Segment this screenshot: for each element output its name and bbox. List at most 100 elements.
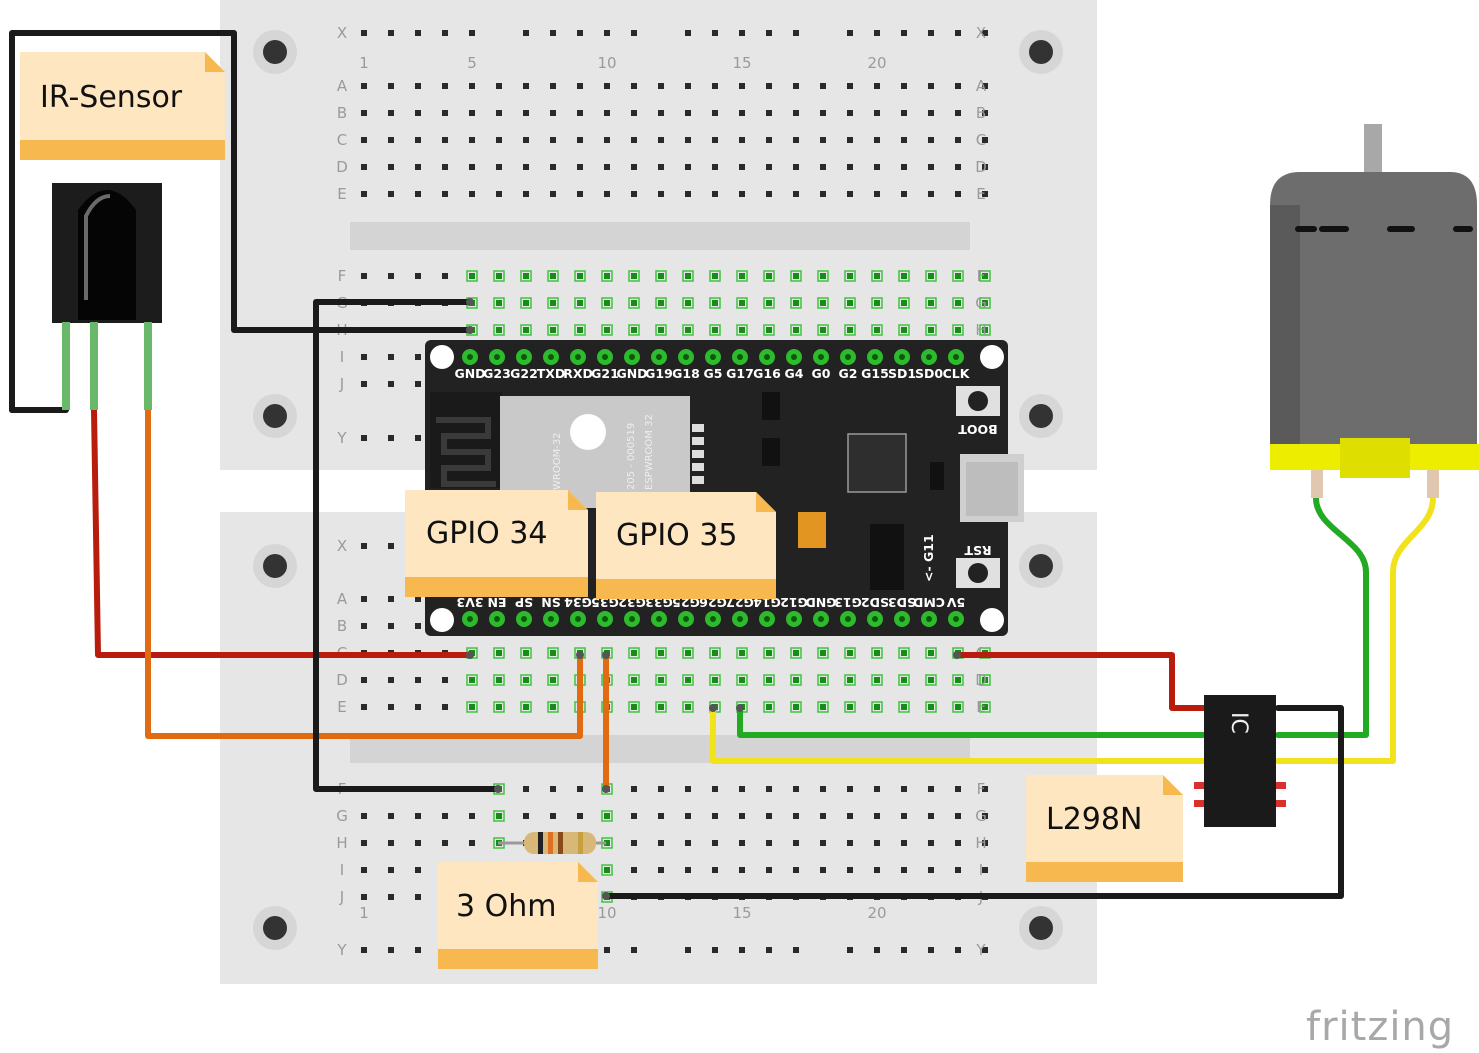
esp32-pin-label: G17: [726, 366, 754, 381]
note-gpio35: GPIO 35: [596, 492, 776, 599]
breadboard-hole: [766, 110, 772, 116]
esp32-pin-label: 3V3: [456, 595, 483, 610]
breadboard-hole: [577, 191, 583, 197]
breadboard-hole: [523, 30, 529, 36]
breadboard-hole: [847, 137, 853, 143]
breadboard-hole: [523, 813, 529, 819]
breadboard-hole: [388, 543, 394, 549]
resistor: [498, 832, 606, 854]
breadboard-hole: [820, 867, 826, 873]
column-number: 10: [597, 54, 616, 72]
breadboard-hole: [982, 867, 988, 873]
breadboard-hole: [793, 704, 799, 710]
breadboard-hole: [766, 786, 772, 792]
breadboard-hole: [415, 867, 421, 873]
column-number: 5: [467, 54, 477, 72]
breadboard-hole: [685, 137, 691, 143]
esp32-pin-label: SD2: [861, 595, 889, 610]
breadboard-hole: [712, 813, 718, 819]
breadboard-hole: [469, 137, 475, 143]
breadboard-hole: [658, 137, 664, 143]
breadboard-hole: [415, 354, 421, 360]
breadboard-hole: [496, 273, 502, 279]
breadboard-hole: [496, 164, 502, 170]
breadboard-hole: [955, 164, 961, 170]
breadboard-hole: [496, 677, 502, 683]
esp32-pin-label: SD3: [888, 595, 916, 610]
wire-black-ir-gnd: [9, 30, 473, 413]
breadboard-hole: [685, 867, 691, 873]
breadboard-hole: [847, 786, 853, 792]
breadboard-hole: [658, 191, 664, 197]
row-label-right: C: [976, 131, 986, 149]
boot-button[interactable]: [956, 386, 1000, 416]
breadboard-hole: [361, 273, 367, 279]
breadboard-hole: [739, 786, 745, 792]
breadboard-hole: [361, 704, 367, 710]
breadboard-hole: [739, 30, 745, 36]
breadboard-hole: [901, 191, 907, 197]
esp32-pin-label: SN: [541, 595, 560, 610]
breadboard-hole: [928, 273, 934, 279]
breadboard-hole: [631, 650, 637, 656]
breadboard-hole: [739, 813, 745, 819]
row-label-right: E: [976, 698, 985, 716]
column-number: 20: [867, 904, 886, 922]
breadboard-hole: [631, 867, 637, 873]
module-line3: 205 - 000519: [626, 423, 637, 490]
breadboard-hole: [496, 813, 502, 819]
breadboard-hole: [874, 867, 880, 873]
column-number: 10: [597, 904, 616, 922]
breadboard-hole: [793, 813, 799, 819]
breadboard-hole: [631, 786, 637, 792]
breadboard-hole: [577, 300, 583, 306]
breadboard-hole: [388, 164, 394, 170]
note-gpio34: GPIO 34: [405, 490, 588, 597]
esp32-pin-label: GND: [616, 366, 647, 381]
breadboard-hole: [982, 300, 988, 306]
breadboard-hole: [820, 83, 826, 89]
breadboard-hole: [820, 813, 826, 819]
breadboard-hole: [658, 786, 664, 792]
breadboard-hole: [955, 786, 961, 792]
breadboard-hole: [820, 677, 826, 683]
breadboard-hole: [361, 354, 367, 360]
breadboard-hole: [766, 273, 772, 279]
breadboard-hole: [739, 164, 745, 170]
breadboard-hole: [550, 83, 556, 89]
breadboard-hole: [712, 164, 718, 170]
breadboard-hole: [388, 83, 394, 89]
breadboard-hole: [874, 327, 880, 333]
column-number: 1: [359, 54, 369, 72]
breadboard-hole: [847, 650, 853, 656]
breadboard-hole: [901, 137, 907, 143]
breadboard-hole: [658, 273, 664, 279]
breadboard-hole: [469, 164, 475, 170]
note-l298n: L298N: [1026, 775, 1183, 882]
breadboard-hole: [712, 786, 718, 792]
breadboard-hole: [415, 110, 421, 116]
breadboard-hole: [523, 704, 529, 710]
breadboard-hole: [496, 704, 502, 710]
g11-label: <- G11: [921, 534, 936, 582]
breadboard-hole: [442, 30, 448, 36]
breadboard-hole: [955, 867, 961, 873]
breadboard-hole: [901, 813, 907, 819]
breadboard-hole: [793, 30, 799, 36]
breadboard-hole: [928, 191, 934, 197]
breadboard-hole: [415, 30, 421, 36]
breadboard-hole: [388, 435, 394, 441]
breadboard-hole: [820, 191, 826, 197]
breadboard-hole: [766, 327, 772, 333]
breadboard-hole: [793, 677, 799, 683]
esp32-pin-label: RXD: [563, 366, 593, 381]
module-line2: ESPWROOM 32: [644, 414, 655, 490]
rst-button[interactable]: [956, 558, 1000, 588]
breadboard-hole: [874, 30, 880, 36]
breadboard-hole: [388, 354, 394, 360]
breadboard-hole: [901, 867, 907, 873]
breadboard-hole: [955, 83, 961, 89]
breadboard-hole: [685, 813, 691, 819]
breadboard-hole: [415, 164, 421, 170]
breadboard-hole: [685, 300, 691, 306]
